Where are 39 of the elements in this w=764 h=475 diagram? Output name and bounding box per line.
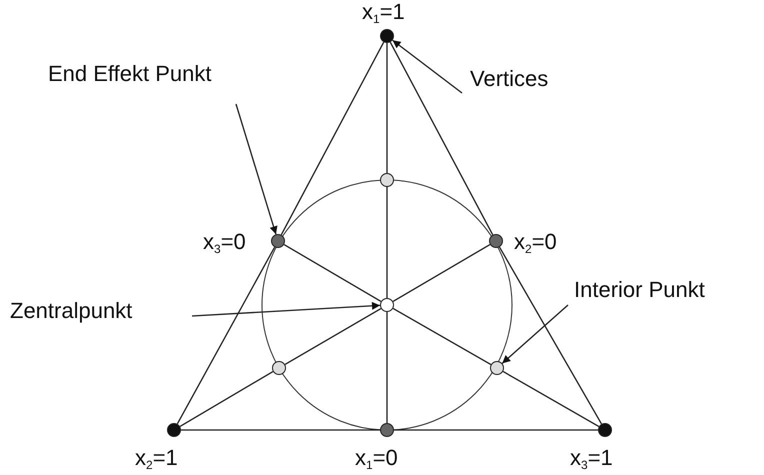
interior-point xyxy=(380,173,394,187)
triangle-line xyxy=(386,187,388,298)
interior-point xyxy=(490,361,504,375)
end-effect-point xyxy=(380,423,394,437)
triangle-line xyxy=(386,312,388,423)
end-effect-point xyxy=(489,234,503,248)
vertex-point xyxy=(598,423,612,437)
triangle-line xyxy=(390,42,494,236)
triangle-line xyxy=(280,42,384,236)
callout-label: Zentralpunkt xyxy=(10,300,132,322)
coordinate-label: x$_{1}$=0 xyxy=(355,447,398,471)
triangle-line xyxy=(394,429,598,431)
interior-point xyxy=(272,361,286,375)
triangle-line xyxy=(386,43,388,173)
triangle-line xyxy=(181,429,380,431)
callout-label: End Effekt Punkt xyxy=(48,63,212,85)
triangle-line xyxy=(284,308,382,366)
coordinate-label: x$_{3}$=0 xyxy=(203,231,246,255)
vertex-point xyxy=(380,29,394,43)
triangle-line xyxy=(498,246,602,424)
coordinate-label: x$_{2}$=0 xyxy=(514,231,557,255)
end-effect-point xyxy=(271,234,285,248)
triangle-line xyxy=(176,246,276,424)
leader-arrow xyxy=(502,304,568,364)
triangle-line xyxy=(392,244,490,302)
triangle-line xyxy=(180,371,274,427)
triangle-line xyxy=(392,308,492,366)
callout-label: Interior Punkt xyxy=(574,279,705,301)
coordinate-label: x$_{1}$=1 xyxy=(362,1,405,25)
leader-arrow xyxy=(392,40,462,94)
triangle-line xyxy=(502,370,600,428)
triangle-line xyxy=(284,244,382,302)
coordinate-label: x$_{2}$=1 xyxy=(135,447,178,471)
center-point xyxy=(380,298,394,312)
leader-arrow xyxy=(235,104,278,234)
callout-label: Vertices xyxy=(470,68,548,90)
leader-arrow xyxy=(192,302,380,317)
coordinate-label: x$_{3}$=1 xyxy=(570,447,613,471)
vertex-point xyxy=(167,423,181,437)
